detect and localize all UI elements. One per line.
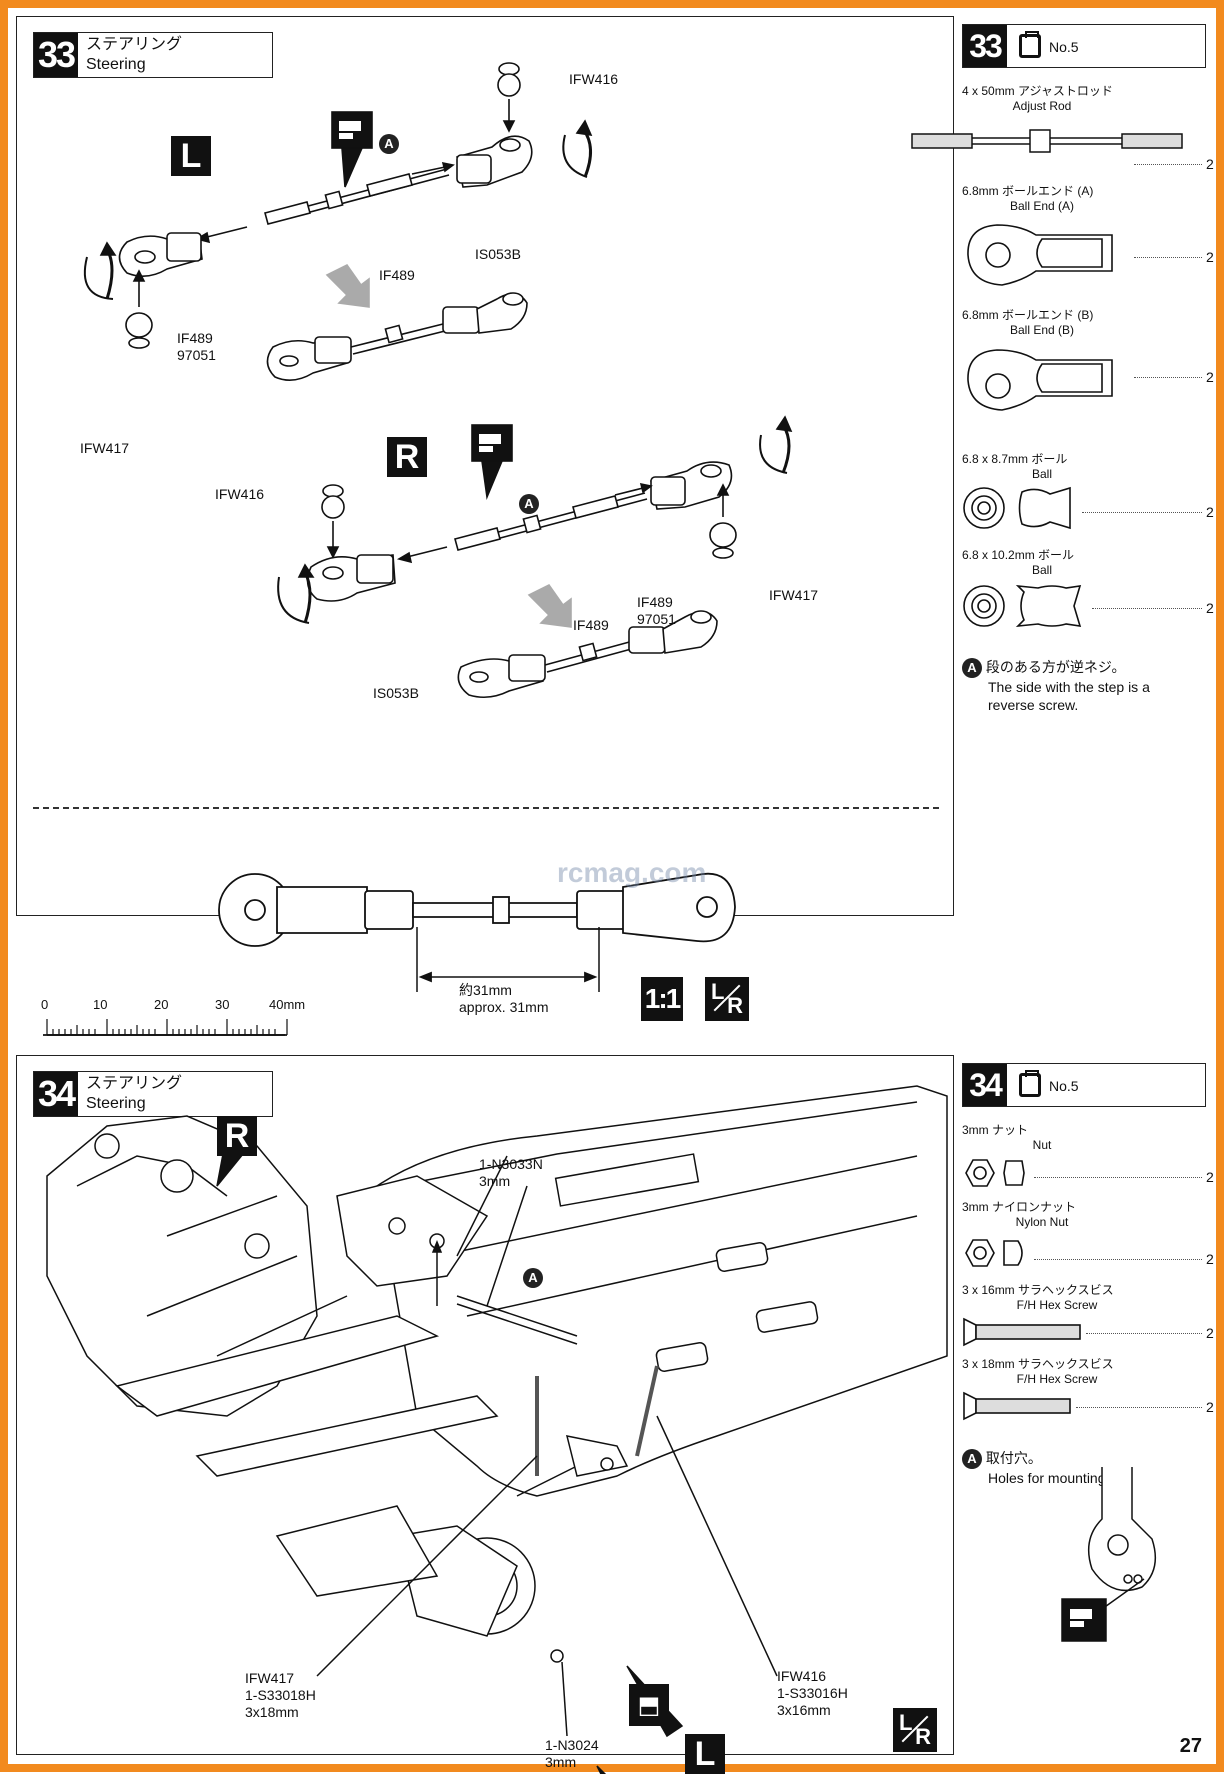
mounting-hole-illustration bbox=[1061, 1467, 1157, 1642]
qty: 2 bbox=[1206, 156, 1214, 172]
chassis-assembly-drawing bbox=[46, 1085, 948, 1774]
step-number: 34 bbox=[34, 1072, 78, 1116]
mark-a-right: A bbox=[519, 494, 539, 514]
part-ball-10-2: 6.8 x 10.2mm ボール Ball bbox=[962, 548, 1075, 577]
scale-1to1-badge: 1:1 bbox=[641, 977, 683, 1021]
label-ifw416: IFW416 bbox=[777, 1668, 827, 1684]
part-ball-end-a: 6.8mm ボールエンド (A) Ball End (A) bbox=[962, 184, 1094, 213]
bag-icon bbox=[1019, 1070, 1041, 1097]
label-n3024-size: 3mm bbox=[545, 1754, 577, 1770]
step-number: 33 bbox=[34, 33, 78, 77]
step33-panel: 33 ステアリング Steering L R bbox=[16, 16, 954, 1036]
scale-tick-30: 30 bbox=[215, 997, 230, 1012]
step33-header: 33 ステアリング Steering bbox=[33, 32, 273, 78]
measure-label-jp: 約31mm bbox=[459, 982, 512, 998]
ball-end-a-illustration bbox=[967, 224, 1113, 286]
part-ball-end-b: 6.8mm ボールエンド (B) Ball End (B) bbox=[962, 308, 1094, 337]
right-side-badge: R bbox=[217, 1116, 257, 1156]
adjust-rod-illustration bbox=[911, 129, 1183, 153]
lr-badge: L R bbox=[893, 1708, 937, 1752]
qty: 2 bbox=[1206, 249, 1214, 265]
step34-parts-header: 34 No.5 bbox=[962, 1063, 1206, 1107]
scale-tick-20: 20 bbox=[154, 997, 169, 1012]
bag-icon bbox=[1019, 31, 1041, 58]
ball-10-2-illustration bbox=[963, 584, 1082, 628]
measure-label-en: approx. 31mm bbox=[459, 999, 549, 1015]
scale-tick-10: 10 bbox=[93, 997, 108, 1012]
qty: 2 bbox=[1206, 504, 1214, 520]
bag-label: No.5 bbox=[1049, 39, 1079, 55]
step34-parts-list: 34 No.5 3mm ナット Nut 2 3mm ナイロンナット Nylon … bbox=[962, 1055, 1224, 1755]
label-if489-97051-right: IF489 97051 bbox=[637, 594, 676, 627]
left-rod-assembly-drawing bbox=[83, 62, 593, 381]
screw-16-illustration bbox=[963, 1317, 1081, 1347]
label-ifw417-right: IFW417 bbox=[769, 587, 819, 603]
label-screw18-size: 3x18mm bbox=[245, 1704, 299, 1720]
label-ifw416-right: IFW416 bbox=[215, 486, 265, 502]
rod-length-template-drawing bbox=[43, 872, 736, 1036]
section-divider bbox=[33, 807, 939, 809]
label-screw18: 1-S33018H bbox=[245, 1687, 316, 1703]
label-n3024: 1-N3024 bbox=[545, 1737, 599, 1753]
step34-header: 34 ステアリング Steering bbox=[33, 1071, 273, 1117]
scale-ruler: 0 10 20 30 40mm bbox=[41, 997, 305, 1047]
mark-a-top: A bbox=[379, 134, 399, 154]
part-nylon-nut: 3mm ナイロンナット Nylon Nut bbox=[962, 1200, 1077, 1229]
label-if489-top: IF489 bbox=[379, 267, 415, 283]
part-adjust-rod: 4 x 50mm アジャストロッド Adjust Rod bbox=[962, 84, 1113, 113]
part-screw-16: 3 x 16mm サラヘックスビス F/H Hex Screw bbox=[962, 1283, 1114, 1312]
page-number: 27 bbox=[1179, 1735, 1202, 1757]
qty: 2 bbox=[1206, 1251, 1214, 1267]
scale-ticks bbox=[46, 1019, 288, 1036]
step33-parts-header: 33 No.5 bbox=[962, 24, 1206, 68]
ball-end-b-illustration bbox=[967, 349, 1113, 411]
screw-18-illustration bbox=[963, 1391, 1071, 1421]
qty: 2 bbox=[1206, 369, 1214, 385]
label-nut-code: 1-N3033N bbox=[479, 1156, 543, 1172]
label-if489-right: IF489 bbox=[573, 617, 609, 633]
part-ball-8-7: 6.8 x 8.7mm ボール Ball bbox=[962, 452, 1068, 481]
part-screw-18: 3 x 18mm サラヘックスビス F/H Hex Screw bbox=[962, 1357, 1114, 1386]
tool-badge: ⬒ bbox=[629, 1684, 669, 1726]
step-title-jp: ステアリング bbox=[86, 36, 183, 53]
qty: 2 bbox=[1206, 1169, 1214, 1185]
step-title-jp: ステアリング bbox=[86, 1075, 183, 1092]
step34-panel: 34 ステアリング Steering bbox=[16, 1055, 954, 1774]
step-title-en: Steering bbox=[86, 1095, 146, 1112]
qty: 2 bbox=[1206, 600, 1214, 616]
left-side-badge: L bbox=[685, 1734, 725, 1774]
right-rod-assembly-drawing bbox=[277, 415, 793, 699]
label-ifw417: IFW417 bbox=[245, 1670, 295, 1686]
qty: 2 bbox=[1206, 1325, 1214, 1341]
label-screw16: 1-S33016H bbox=[777, 1685, 848, 1701]
nylon-nut-illustration bbox=[965, 1239, 1023, 1267]
qty: 2 bbox=[1206, 1399, 1214, 1415]
nut-illustration bbox=[965, 1159, 1025, 1187]
ball-8-7-illustration bbox=[963, 486, 1071, 530]
step33-note: A 段のある方が逆ネジ。 The side with the step is a… bbox=[962, 658, 1212, 714]
scale-tick-40: 40mm bbox=[269, 997, 306, 1012]
bag-label: No.5 bbox=[1049, 1078, 1079, 1094]
watermark: rcmag.com bbox=[557, 857, 707, 888]
step33-parts-list: 33 No.5 4 x 50mm アジャストロッド Adjust Rod 2 6… bbox=[911, 16, 1224, 916]
label-ifw417-left: IFW417 bbox=[80, 440, 130, 456]
label-ifw416-top: IFW416 bbox=[569, 71, 619, 87]
step34-note: A 取付穴。 Holes for mounting. bbox=[962, 1449, 1212, 1487]
label-is053b-right: IS053B bbox=[373, 685, 419, 701]
label-screw16-size: 3x16mm bbox=[777, 1702, 831, 1718]
mark-a-chassis: A bbox=[523, 1268, 543, 1288]
right-side-badge: R bbox=[387, 437, 427, 477]
label-is053b-top: IS053B bbox=[475, 246, 521, 262]
scale-tick-0: 0 bbox=[41, 997, 49, 1012]
step-title-en: Steering bbox=[86, 56, 146, 73]
part-nut: 3mm ナット Nut bbox=[962, 1123, 1052, 1152]
label-nut-size: 3mm bbox=[479, 1173, 511, 1189]
lr-badge: L R bbox=[705, 977, 749, 1021]
label-if489-left: IF489 97051 bbox=[177, 330, 216, 363]
left-side-badge: L bbox=[171, 136, 211, 176]
